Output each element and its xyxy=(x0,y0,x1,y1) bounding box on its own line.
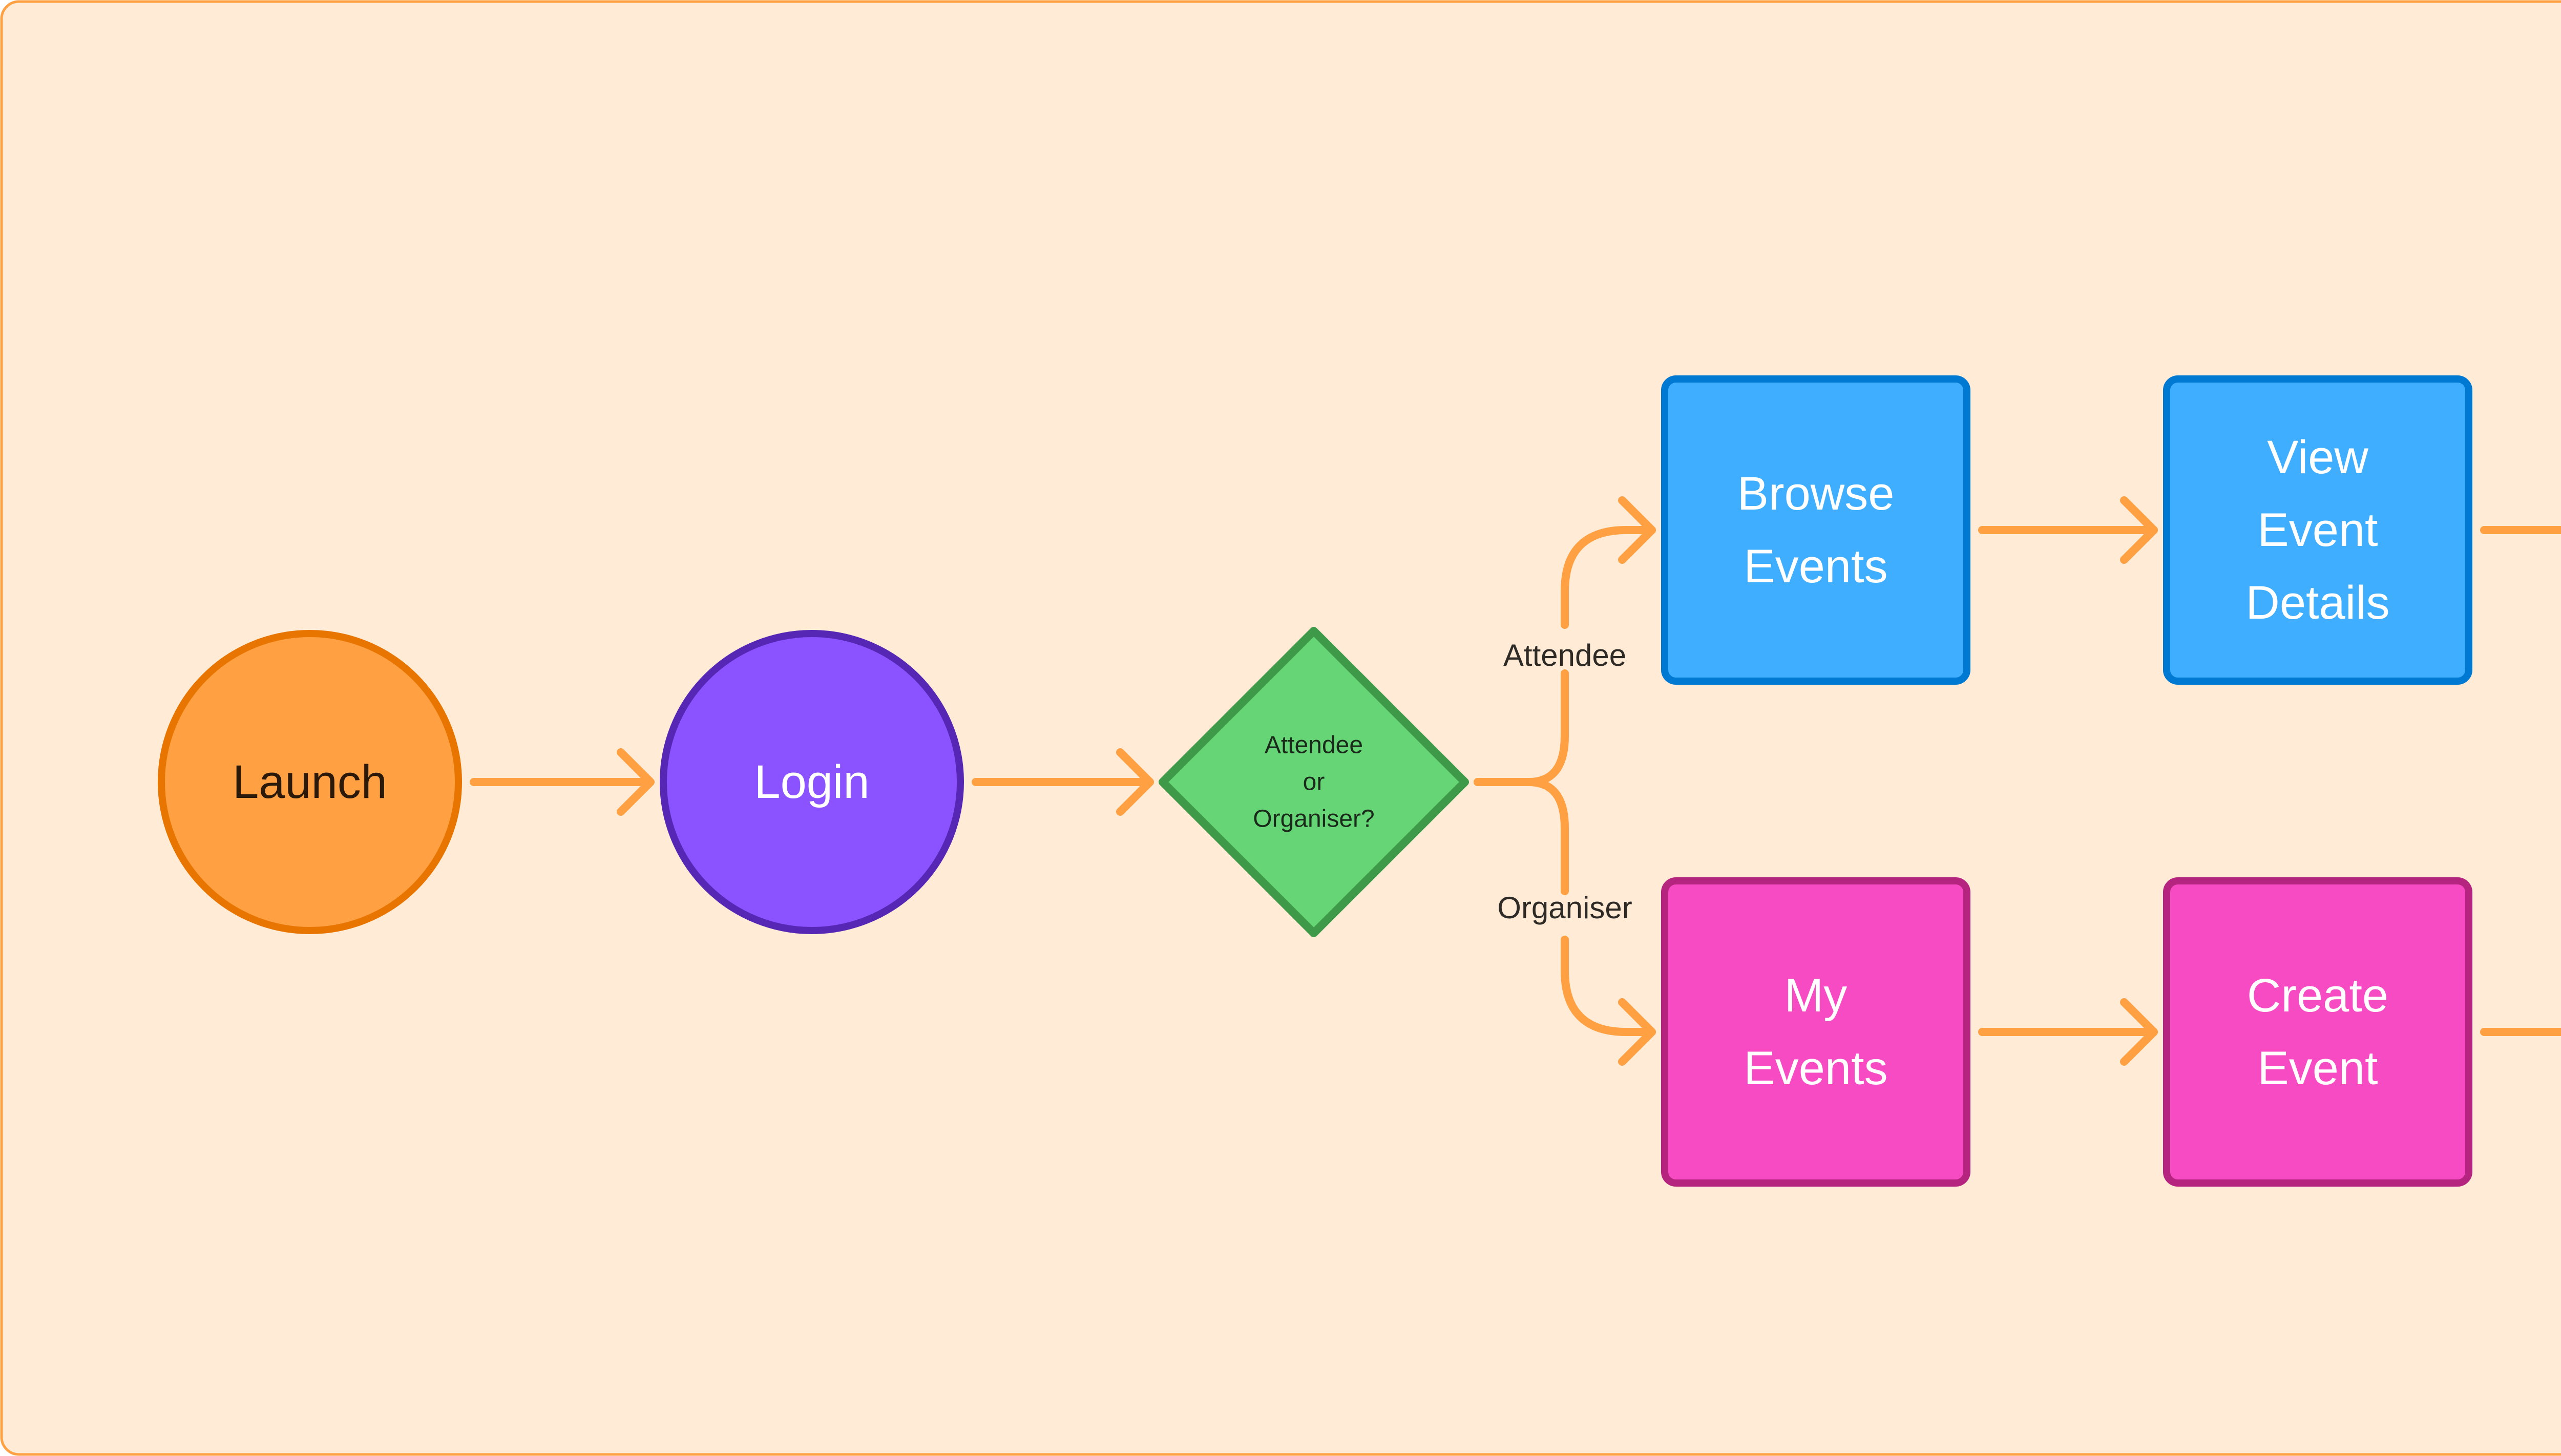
arrowhead-icon xyxy=(1116,748,1154,816)
arrowhead-icon xyxy=(2120,496,2158,564)
arrowhead-icon xyxy=(617,748,655,816)
connectors xyxy=(470,496,2561,1066)
node-login[interactable]: Login xyxy=(660,630,964,934)
branch-label-organiser: Organiser xyxy=(1497,891,1632,925)
box-shape xyxy=(2163,877,2472,1187)
node-label-line: Events xyxy=(1744,540,1887,593)
circle-shape xyxy=(158,630,462,934)
node-label-line: View xyxy=(2267,431,2368,483)
node-label-line: Browse xyxy=(1737,468,1895,520)
node-label-line: My xyxy=(1785,969,1848,1022)
branch-label-attendee: Attendee xyxy=(1503,638,1626,672)
edge-launch-to-login xyxy=(470,748,655,816)
branch-labels: Attendee Organiser xyxy=(1497,638,1632,925)
circle-shape xyxy=(660,630,964,934)
edge-login-to-decision xyxy=(972,748,1154,816)
edge-browse-events-to-view-event-details xyxy=(1978,496,2158,564)
edge-decision-to-my-events xyxy=(1474,778,1656,1066)
arrowhead-icon xyxy=(2120,998,2158,1066)
node-label-line: Details xyxy=(2245,577,2389,629)
connector-line xyxy=(1474,778,1569,895)
edge-my-events-to-create-event xyxy=(1978,998,2158,1066)
edge-view-event-details-to-buy-ticket xyxy=(2480,526,2561,534)
arrowhead-icon xyxy=(1618,496,1656,564)
node-launch[interactable]: Launch xyxy=(158,630,462,934)
node-label-line: Attendee xyxy=(1265,732,1363,759)
arrowhead-icon xyxy=(1618,998,1656,1066)
connector-line xyxy=(1561,936,1656,1036)
node-label-line: or xyxy=(1303,769,1325,796)
connector-line xyxy=(1561,526,1656,629)
edge-create-event-to-manage-event xyxy=(2480,1028,2561,1036)
node-label-line: Create xyxy=(2247,969,2388,1022)
diamond-shape xyxy=(1159,627,1469,937)
node-label-line: Organiser? xyxy=(1253,806,1374,833)
node-label-line: Event xyxy=(2257,504,2378,556)
node-label-line: Launch xyxy=(233,756,387,808)
box-shape xyxy=(2163,375,2472,685)
box-shape xyxy=(1661,375,1970,685)
box-shape xyxy=(1661,877,1970,1187)
node-label-line: Login xyxy=(754,756,869,808)
node-label-line: Event xyxy=(2257,1042,2378,1094)
node-label-line: Events xyxy=(1744,1042,1887,1094)
